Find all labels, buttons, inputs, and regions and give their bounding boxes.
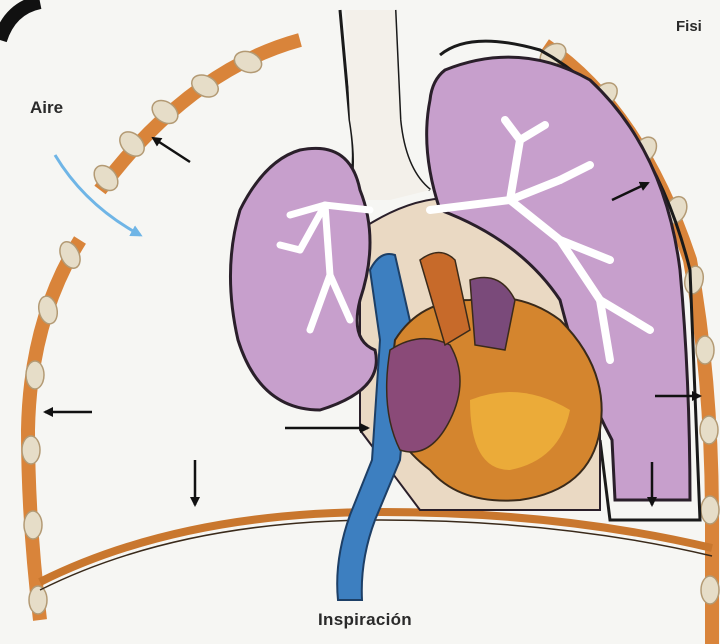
collapsed-lung-left — [230, 148, 376, 410]
caption-inspiracion: Inspiración — [318, 610, 412, 630]
header-fragment: Fisi — [676, 18, 702, 35]
label-aire: Aire — [30, 98, 63, 118]
